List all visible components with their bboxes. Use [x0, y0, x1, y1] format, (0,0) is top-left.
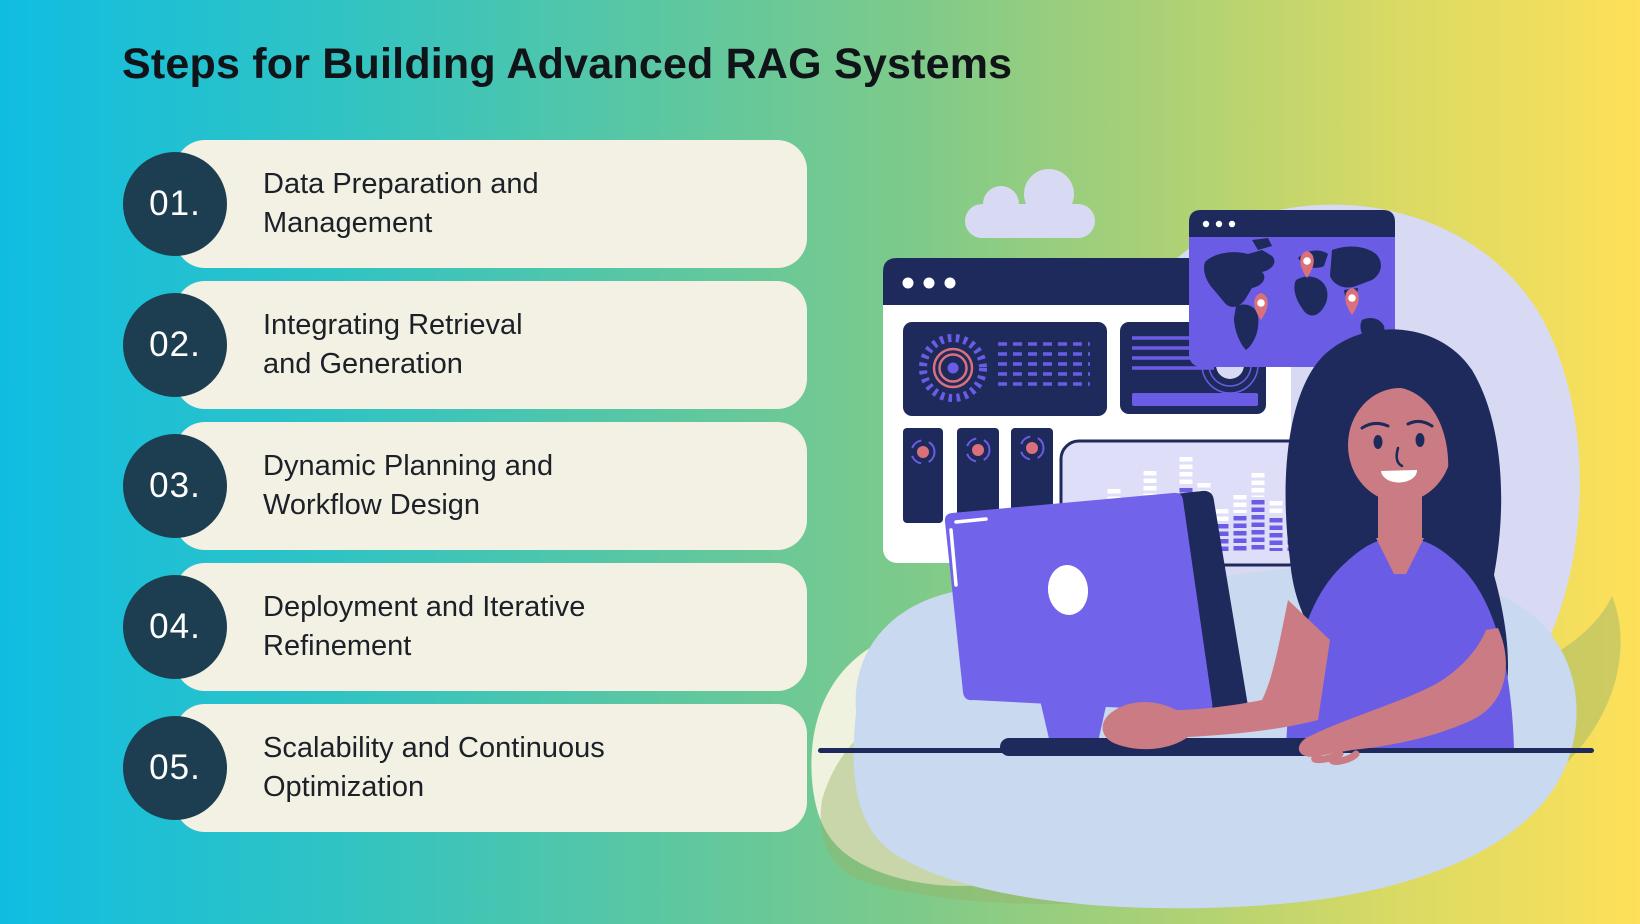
near-hand-fingers [1311, 750, 1360, 765]
monitor-logo [1047, 565, 1089, 615]
woman-figure [1285, 329, 1514, 752]
monitor-side [1175, 490, 1249, 724]
step-label: Dynamic Planning and Workflow Design [263, 450, 554, 521]
monitor-icon [944, 490, 1249, 743]
page-title: Steps for Building Advanced RAG Systems [122, 40, 1013, 88]
step-card-5: 05. Scalability and Continuous Optimizat… [123, 704, 807, 832]
monitor-highlight [949, 517, 988, 587]
map-pin-icon [1254, 293, 1268, 320]
step-label: Scalability and Continuous Optimization [263, 732, 605, 803]
monitor-stand [1040, 697, 1108, 743]
step-card-3: 03. Dynamic Planning and Workflow Design [123, 422, 807, 550]
radial-gauge-icon [919, 334, 987, 402]
step-card-1: 01. Data Preparation and Management [123, 140, 807, 268]
step-number-badge: 03. [123, 434, 227, 538]
face-features [1360, 419, 1434, 483]
map-card [1189, 210, 1395, 367]
step-card-2: 02. Integrating Retrieval and Generation [123, 281, 807, 409]
illustration-woman-dashboard [811, 169, 1621, 909]
step-card-4: 04. Deployment and Iterative Refinement [123, 563, 807, 691]
step-number-badge: 02. [123, 293, 227, 397]
hair-front [1345, 349, 1461, 488]
step-number-badge: 05. [123, 716, 227, 820]
step-number-badge: 04. [123, 575, 227, 679]
window-dots-icon [1202, 220, 1236, 228]
data-rows [998, 342, 1090, 386]
woman-arms [1102, 600, 1506, 765]
neckline [1376, 538, 1424, 574]
step-label: Deployment and Iterative Refinement [263, 591, 586, 662]
step-label: Data Preparation and Management [263, 168, 539, 239]
cloud-icon [965, 169, 1095, 238]
step-label: Integrating Retrieval and Generation [263, 309, 523, 380]
window-dots-icon [902, 277, 956, 289]
near-arm [1298, 628, 1506, 757]
face [1348, 388, 1452, 502]
map-pin-icon [1300, 251, 1314, 278]
far-arm [1102, 600, 1330, 750]
stat-cards [903, 428, 1053, 523]
step-number-badge: 01. [123, 152, 227, 256]
map-pin-icon [1345, 288, 1359, 315]
